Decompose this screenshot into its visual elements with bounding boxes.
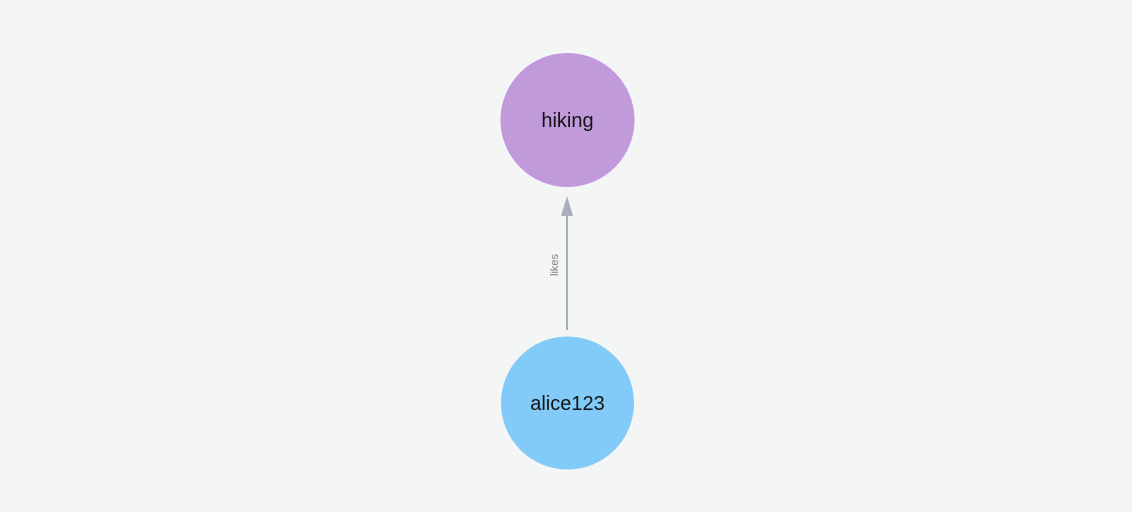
node-hiking-circle[interactable] [500,53,635,187]
node-hiking[interactable]: hiking [500,53,635,187]
node-alice123-label: alice123 [530,393,605,415]
node-alice123[interactable]: alice123 [501,336,634,470]
node-layer: hiking alice123 [500,53,635,470]
edge-layer: likes [549,196,573,330]
arrow-head-icon [561,196,573,216]
edge-alice123-likes-hiking[interactable]: likes [549,196,573,330]
node-hiking-label: hiking [541,110,593,132]
node-alice123-circle[interactable] [501,336,634,470]
edge-label-likes: likes [549,254,561,277]
